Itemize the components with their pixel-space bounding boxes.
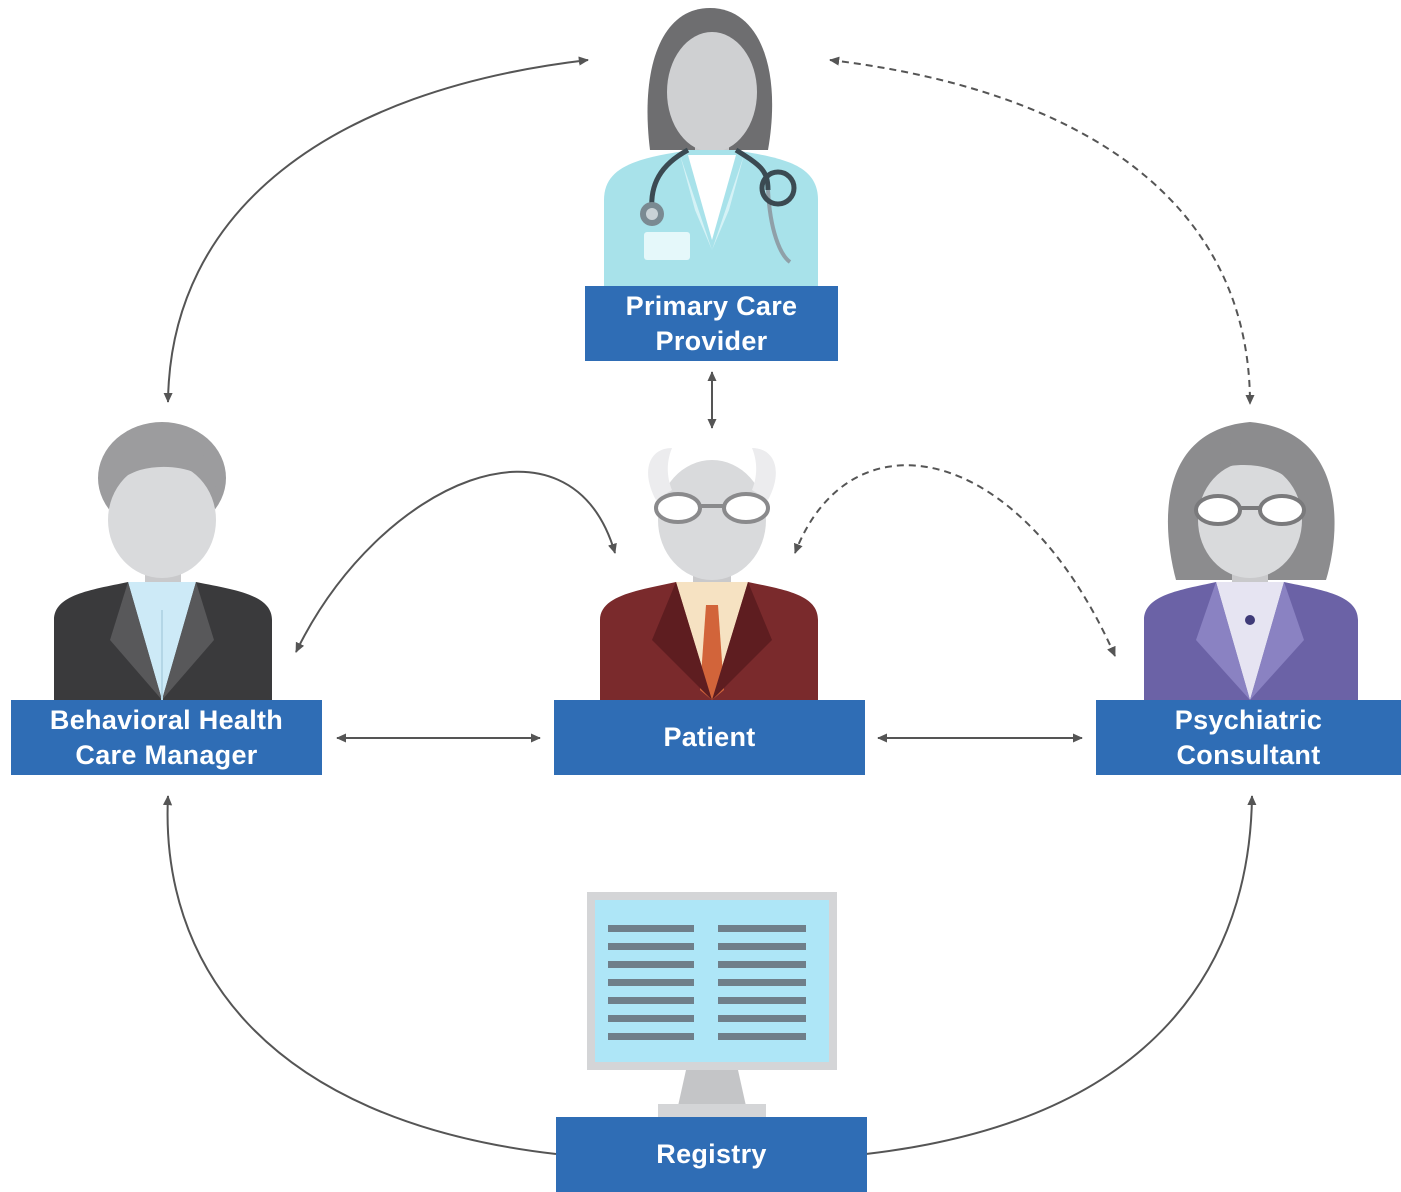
- node-registry: Registry: [556, 1117, 867, 1192]
- monitor-icon: [587, 892, 837, 1118]
- doctor-icon: [604, 8, 818, 288]
- node-psychiatric-consultant: Psychiatric Consultant: [1096, 700, 1401, 775]
- node-label-line1: Primary Care: [625, 290, 798, 321]
- node-label: Registry: [656, 1139, 767, 1169]
- node-label: Patient: [663, 722, 756, 752]
- node-patient: Patient: [554, 700, 865, 775]
- patient-icon: [600, 448, 818, 700]
- node-label-line2: Care Manager: [75, 739, 258, 770]
- manager-icon: [54, 422, 272, 700]
- node-behavioral-health-care-manager: Behavioral Health Care Manager: [11, 700, 322, 775]
- edge-consultant-patient-arc: [794, 464, 1116, 657]
- node-label-line2: Consultant: [1176, 739, 1321, 770]
- edge-consultant-provider: [829, 56, 1255, 405]
- consultant-icon: [1144, 422, 1358, 700]
- edge-registry-consultant: [865, 795, 1257, 1155]
- connectors: [162, 56, 1257, 1155]
- node-label-line1: Behavioral Health: [49, 704, 284, 735]
- edge-registry-manager: [162, 795, 557, 1155]
- node-label-line2: Provider: [655, 325, 768, 356]
- node-label-line1: Psychiatric: [1174, 704, 1323, 735]
- node-primary-care-provider: Primary Care Provider: [585, 286, 838, 361]
- edge-manager-patient-arc: [295, 470, 617, 653]
- edge-manager-provider: [163, 56, 589, 403]
